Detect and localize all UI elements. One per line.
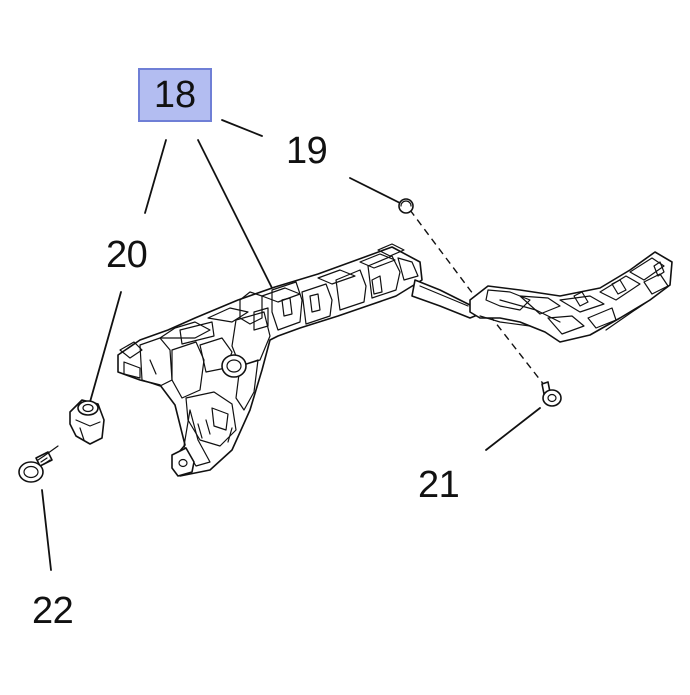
nut-20 [69, 399, 105, 445]
leader-19 [349, 177, 401, 204]
bolt-22 [18, 445, 59, 483]
leader-20 [89, 291, 122, 403]
callout-22[interactable]: 22 [32, 590, 74, 632]
leader-22 [41, 489, 52, 571]
leader-18-to-bracket [197, 139, 273, 289]
callout-18-label: 18 [153, 73, 197, 116]
right-bracket-end [469, 251, 673, 343]
assembly-dashed-line [409, 209, 549, 391]
leader-18-to-20 [144, 139, 167, 214]
leader-18-to-19 [221, 119, 263, 137]
callout-18[interactable]: 18 [138, 68, 212, 122]
leader-21 [485, 407, 541, 451]
screw-21 [541, 381, 562, 407]
callout-20[interactable]: 20 [106, 234, 148, 276]
clip-19 [398, 198, 414, 214]
callout-18-highlight [138, 68, 212, 122]
callout-19[interactable]: 19 [286, 130, 328, 172]
callout-21[interactable]: 21 [418, 464, 460, 506]
main-bracket [117, 243, 423, 477]
